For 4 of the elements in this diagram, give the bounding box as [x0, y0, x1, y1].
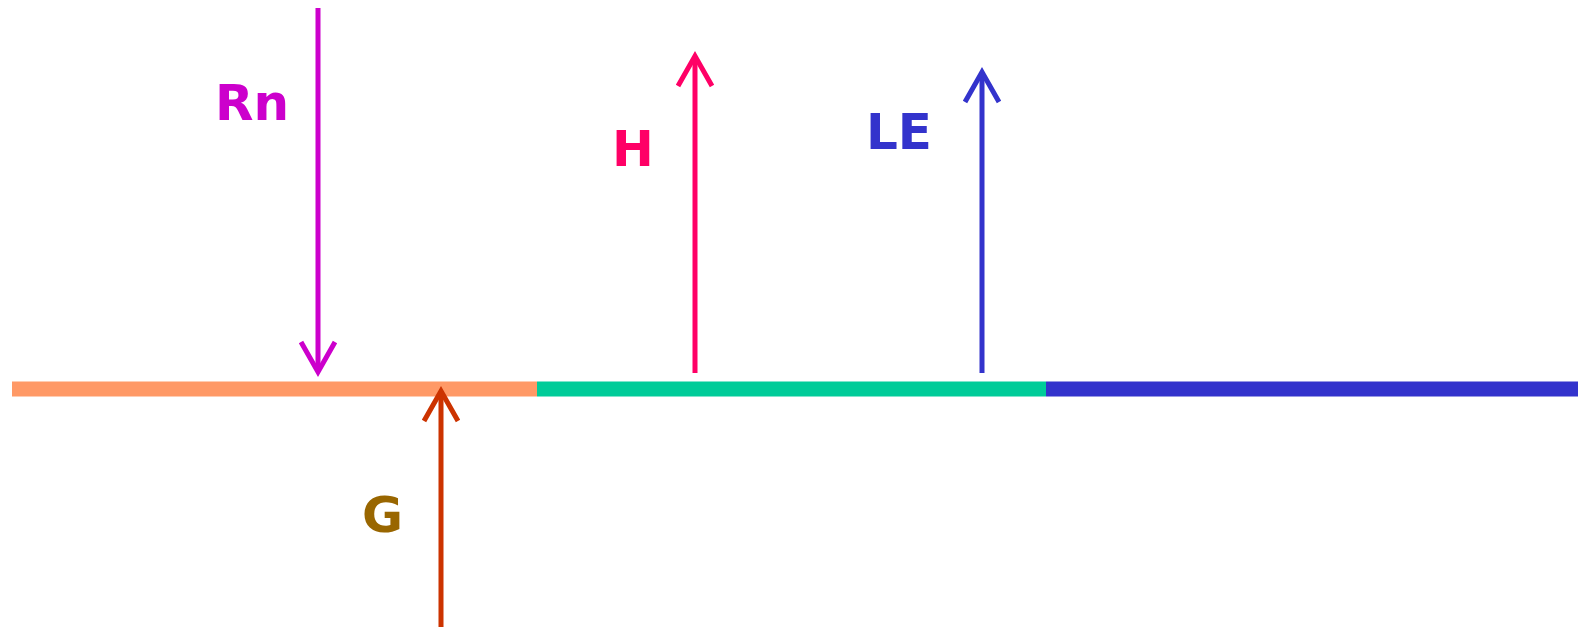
flux-label: Rn	[215, 78, 290, 128]
flux-label: G	[362, 490, 404, 540]
flux-label: LE	[866, 107, 932, 157]
flux-label: H	[612, 124, 654, 174]
